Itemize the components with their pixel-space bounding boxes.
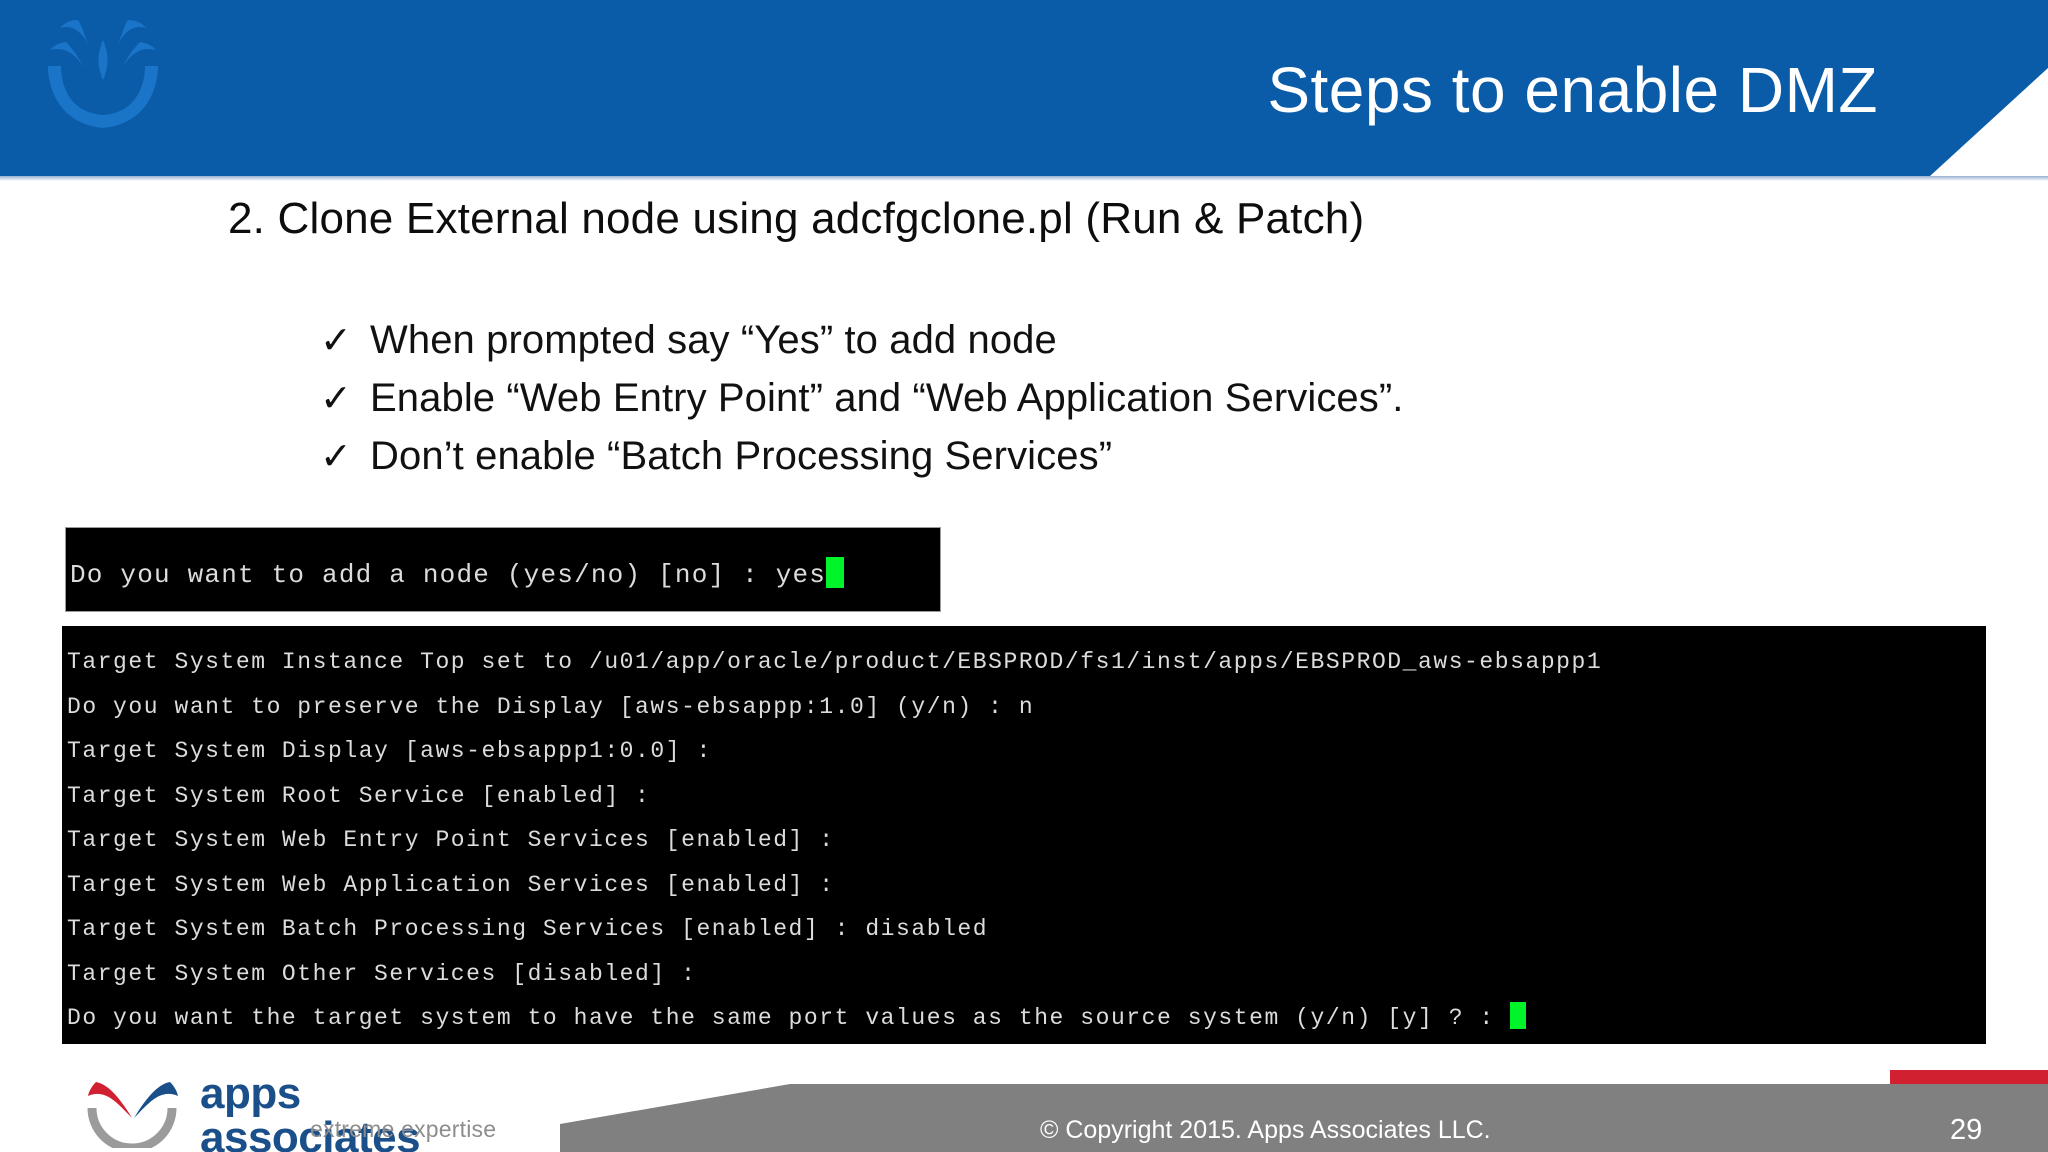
terminal-line-text: Target System Root Service [enabled] :: [67, 782, 651, 809]
apps-associates-logo: apps associates extreme expertise: [78, 1068, 498, 1152]
terminal-line-text: Do you want the target system to have th…: [67, 1005, 1511, 1031]
terminal-add-node-prompt: Do you want to add a node (yes/no) [no] …: [65, 527, 941, 612]
footer-bar: [560, 1084, 2048, 1152]
terminal-cursor: [826, 557, 845, 588]
list-item-label: Don’t enable “Batch Processing Services”: [370, 434, 1113, 478]
tulip-logo-icon: [47, 20, 159, 128]
list-item-label: When prompted say “Yes” to add node: [370, 318, 1057, 362]
terminal-line: Target System Other Services [disabled] …: [62, 952, 1986, 997]
terminal-line: Target System Display [aws-ebsappp1:0.0]…: [62, 729, 1986, 774]
terminal-line: Target System Batch Processing Services …: [62, 907, 1986, 952]
header-banner-shadow: [0, 176, 2048, 181]
terminal-line-text: Do you want to add a node (yes/no) [no] …: [70, 560, 827, 590]
terminal-line: Target System Web Application Services […: [62, 863, 1986, 908]
swoosh-icon: [87, 1082, 178, 1152]
footer-accent-bar: [1890, 1070, 2048, 1086]
terminal-cursor: [1510, 1002, 1527, 1029]
copyright-text: © Copyright 2015. Apps Associates LLC.: [1040, 1116, 1491, 1144]
step-heading: 2. Clone External node using adcfgclone.…: [228, 194, 1365, 243]
terminal-line-text: Target System Instance Top set to /u01/a…: [67, 649, 1603, 675]
bullet-list: ✓ When prompted say “Yes” to add node ✓ …: [320, 318, 1820, 492]
terminal-clone-output: Target System Instance Top set to /u01/a…: [62, 626, 1986, 1044]
page-number: 29: [1950, 1114, 1983, 1146]
page-title: Steps to enable DMZ: [1267, 54, 1878, 126]
list-item: ✓ Enable “Web Entry Point” and “Web Appl…: [320, 376, 1820, 421]
logo-tagline: extreme expertise: [310, 1116, 497, 1142]
terminal-line-text: Target System Web Application Services […: [67, 871, 835, 898]
terminal-line: Do you want the target system to have th…: [62, 996, 1986, 1041]
header-banner: [0, 0, 2048, 176]
list-item: ✓ When prompted say “Yes” to add node: [320, 318, 1820, 363]
terminal-line: Target System Web Entry Point Services […: [62, 818, 1986, 863]
terminal-line-text: Target System Display [aws-ebsappp1:0.0]…: [67, 738, 712, 764]
terminal-line: Target System Root Service [enabled] :: [62, 774, 1986, 819]
terminal-line-text: Do you want to preserve the Display [aws…: [67, 693, 1035, 720]
terminal-line: Do you want to preserve the Display [aws…: [62, 685, 1986, 730]
list-item: ✓ Don’t enable “Batch Processing Service…: [320, 434, 1820, 479]
checkmark-icon: ✓: [320, 320, 352, 362]
logo-wordmark: apps associates: [200, 1069, 421, 1152]
terminal-line: Do you want to add a node (yes/no) [no] …: [70, 557, 845, 590]
list-item-label: Enable “Web Entry Point” and “Web Applic…: [370, 376, 1404, 420]
terminal-line-text: Target System Web Entry Point Services […: [67, 827, 835, 853]
terminal-line-text: Target System Other Services [disabled] …: [67, 960, 697, 987]
checkmark-icon: ✓: [320, 436, 352, 478]
terminal-line: Target System Instance Top set to /u01/a…: [62, 640, 1986, 685]
terminal-line-text: Target System Batch Processing Services …: [67, 916, 989, 942]
checkmark-icon: ✓: [320, 378, 352, 420]
